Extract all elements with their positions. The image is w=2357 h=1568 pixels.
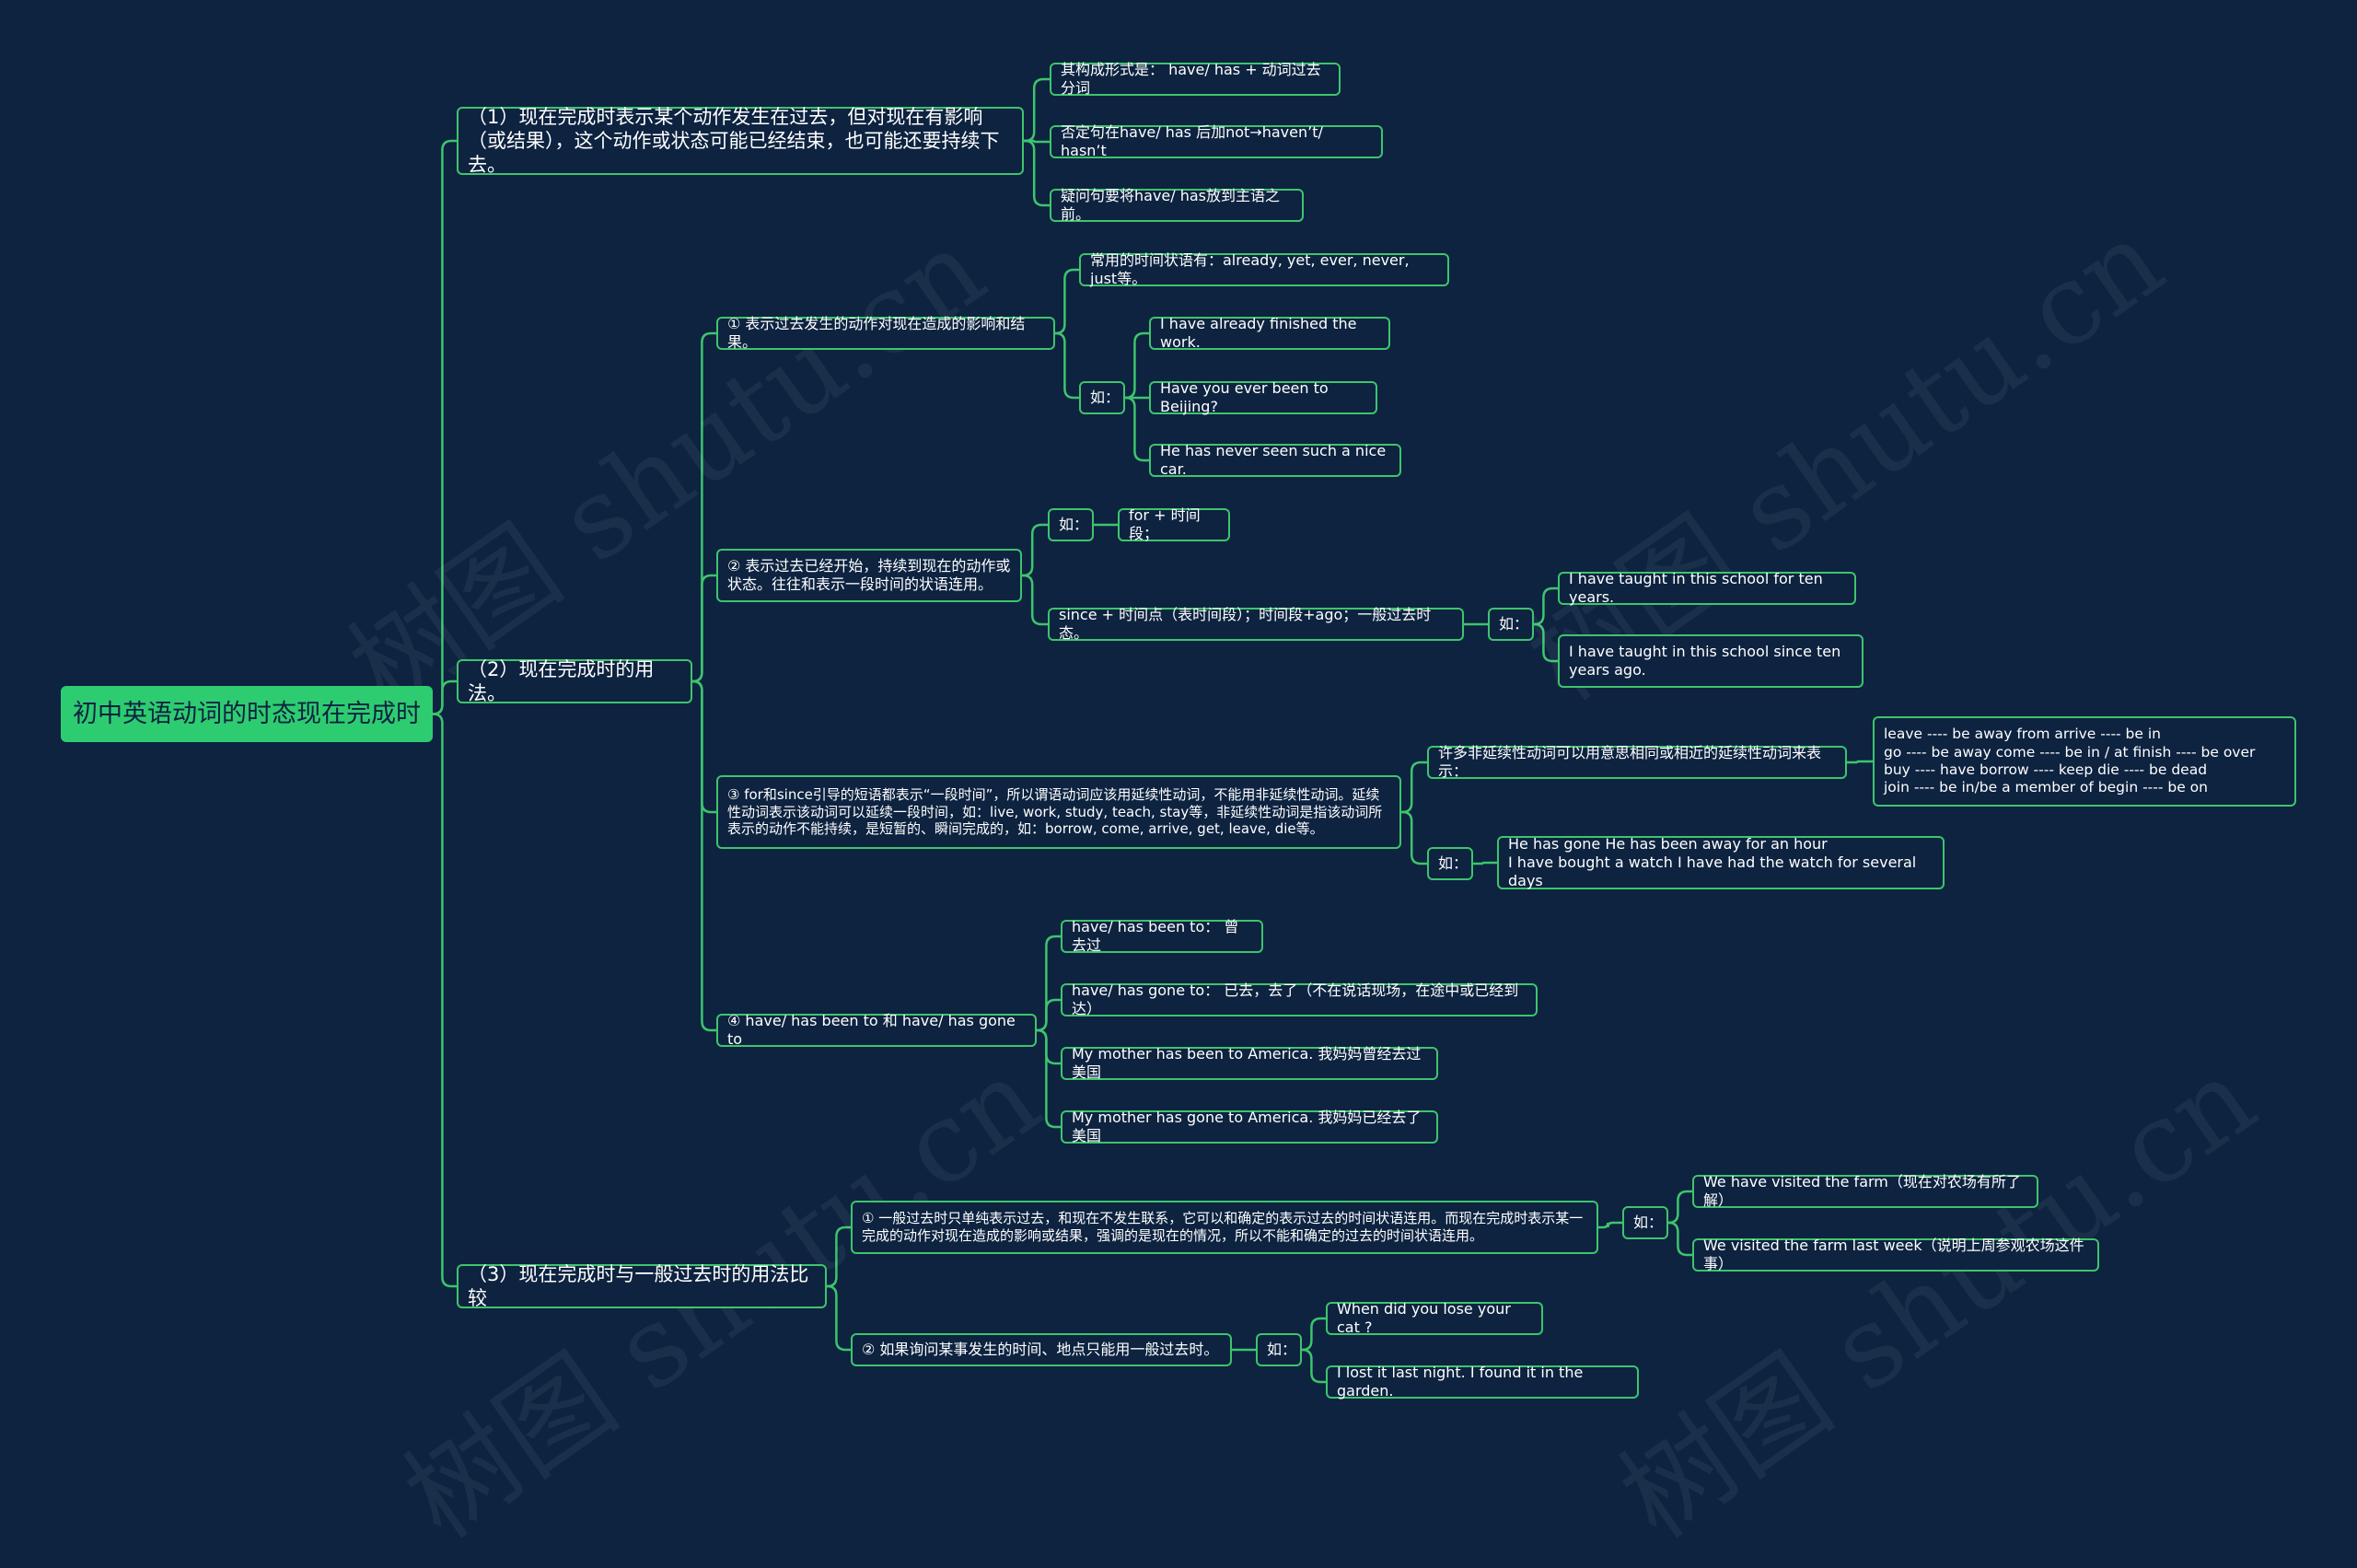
connector-b2_4-b2_4b <box>1037 998 1061 1032</box>
connector-b3_2a-b3_2a1 <box>1302 1317 1326 1352</box>
connector-b2_2b_ex-b2_2b2 <box>1534 622 1558 663</box>
connector-b2_3a-b2_3a1 <box>1847 760 1873 764</box>
connector-b2-b2_3 <box>692 679 716 814</box>
connector-b3_1a-b3_1a2 <box>1668 1221 1692 1257</box>
connector-b2_3b-b2_3b1 <box>1473 861 1497 865</box>
root-topic[interactable]: 初中英语动词的时态现在完成时 <box>61 686 433 742</box>
connector-b2_4-b2_4c <box>1037 1028 1061 1065</box>
connector-b2_2-b2_2b <box>1022 574 1048 626</box>
usage-1-example-label[interactable]: 如： <box>1079 381 1125 414</box>
connector-b3_1-b3_1a <box>1598 1221 1622 1229</box>
usage-3-example-label[interactable]: 如： <box>1427 847 1473 880</box>
comparison-2-example-1[interactable]: When did you lose your cat ? <box>1326 1300 1543 1336</box>
question-form-note[interactable]: 疑问句要将have/ has放到主语之前。 <box>1050 187 1304 223</box>
usage-1-example-2[interactable]: Have you ever been to Beijing? <box>1149 379 1377 415</box>
usage-1-example-1[interactable]: I have already finished the work. <box>1149 315 1390 351</box>
connector-b2-b2_4 <box>692 679 716 1032</box>
usage-1-time-adverbials[interactable]: 常用的时间状语有：already, yet, ever, never, just… <box>1079 251 1449 287</box>
branch-comparison[interactable]: （3）现在完成时与一般过去时的用法比较 <box>457 1263 827 1309</box>
non-durative-verbs-note[interactable]: 许多非延续性动词可以用意思相同或相近的延续性动词来表示： <box>1427 744 1847 780</box>
since-example-2[interactable]: I have taught in this school since ten y… <box>1558 634 1864 688</box>
connector-b2_3-b2_3b <box>1401 810 1427 865</box>
for-time-period[interactable]: for + 时间段； <box>1118 506 1230 542</box>
been-to-example[interactable]: My mother has been to America. 我妈妈曾经去过美国 <box>1061 1045 1438 1081</box>
connector-b3-b3_1 <box>827 1225 851 1288</box>
connector-b3-b3_2 <box>827 1284 851 1352</box>
been-to-meaning[interactable]: have/ has been to： 曾去过 <box>1061 918 1263 954</box>
connector-b2_1-b2_1a <box>1055 268 1079 335</box>
connector-b2_4-b2_4a <box>1037 935 1061 1032</box>
comparison-1-example-label[interactable]: 如： <box>1622 1206 1668 1239</box>
usage-1[interactable]: ① 表示过去发生的动作对现在造成的影响和结果。 <box>716 315 1055 351</box>
comparison-1-example-1[interactable]: We have visited the farm（现在对农场有所了解） <box>1692 1173 2038 1209</box>
connector-b2_2b_ex-b2_2b1 <box>1534 587 1558 626</box>
gone-to-example[interactable]: My mother has gone to America. 我妈妈已经去了美国 <box>1061 1109 1438 1144</box>
connector-root-b1 <box>433 139 457 715</box>
connector-b3_1a-b3_1a1 <box>1668 1190 1692 1225</box>
since-example-1[interactable]: I have taught in this school for ten yea… <box>1558 570 1856 606</box>
connector-b2_1b-b2_1b3 <box>1125 396 1149 462</box>
verb-pairs-list[interactable]: leave ---- be away from arrive ---- be i… <box>1873 716 2296 807</box>
connector-root-b3 <box>433 713 457 1288</box>
connector-root-b2 <box>433 679 457 715</box>
connector-b1-b1_1 <box>1024 77 1050 143</box>
connector-b3_2a-b3_2a2 <box>1302 1348 1326 1384</box>
connector-b2_4-b2_4d <box>1037 1028 1061 1129</box>
since-example-label[interactable]: 如： <box>1488 608 1534 641</box>
usage-2[interactable]: ② 表示过去已经开始，持续到现在的动作或状态。往往和表示一段时间的状语连用。 <box>716 549 1022 602</box>
usage-2-example-label[interactable]: 如： <box>1048 508 1094 541</box>
negative-form-note[interactable]: 否定句在have/ has 后加not→haven’t/ hasn’t <box>1050 123 1383 159</box>
formation-note[interactable]: 其构成形式是： have/ has + 动词过去分词 <box>1050 61 1341 97</box>
connector-lines <box>433 77 1873 1384</box>
usage-1-example-3[interactable]: He has never seen such a nice car. <box>1149 442 1401 478</box>
comparison-2[interactable]: ② 如果询问某事发生的时间、地点只能用一般过去时。 <box>851 1333 1232 1366</box>
gone-to-meaning[interactable]: have/ has gone to： 已去，去了（不在说话现场，在途中或已经到达… <box>1061 981 1538 1017</box>
connector-b2_1-b2_1b <box>1055 331 1079 400</box>
usage-3-examples[interactable]: He has gone He has been away for an hour… <box>1497 835 1945 889</box>
connector-b2-b2_2 <box>692 574 716 683</box>
connector-b2_3-b2_3a <box>1401 761 1427 814</box>
comparison-2-example-label[interactable]: 如： <box>1256 1333 1302 1366</box>
connector-b2_2-b2_2a <box>1022 523 1048 577</box>
branch-usage[interactable]: （2）现在完成时的用法。 <box>457 658 692 704</box>
usage-4[interactable]: ④ have/ has been to 和 have/ has gone to <box>716 1012 1037 1048</box>
comparison-1[interactable]: ① 一般过去时只单纯表示过去，和现在不发生联系，它可以和确定的表示过去的时间状语… <box>851 1201 1598 1254</box>
connector-b2_1b-b2_1b1 <box>1125 331 1149 400</box>
usage-3[interactable]: ③ for和since引导的短语都表示“一段时间”，所以谓语动词应该用延续性动词… <box>716 775 1401 849</box>
comparison-1-example-2[interactable]: We visited the farm last week（说明上周参观农场这件… <box>1692 1237 2099 1272</box>
connector-b2-b2_1 <box>692 331 716 683</box>
connector-b1-b1_3 <box>1024 139 1050 207</box>
comparison-2-example-2[interactable]: I lost it last night. I found it in the … <box>1326 1364 1639 1400</box>
connector-b1-b1_2 <box>1024 139 1050 144</box>
branch-definition[interactable]: （1）现在完成时表示某个动作发生在过去，但对现在有影响（或结果），这个动作或状态… <box>457 106 1024 176</box>
since-time-point[interactable]: since + 时间点（表时间段）；时间段+ago；一般过去时态。 <box>1048 606 1464 642</box>
